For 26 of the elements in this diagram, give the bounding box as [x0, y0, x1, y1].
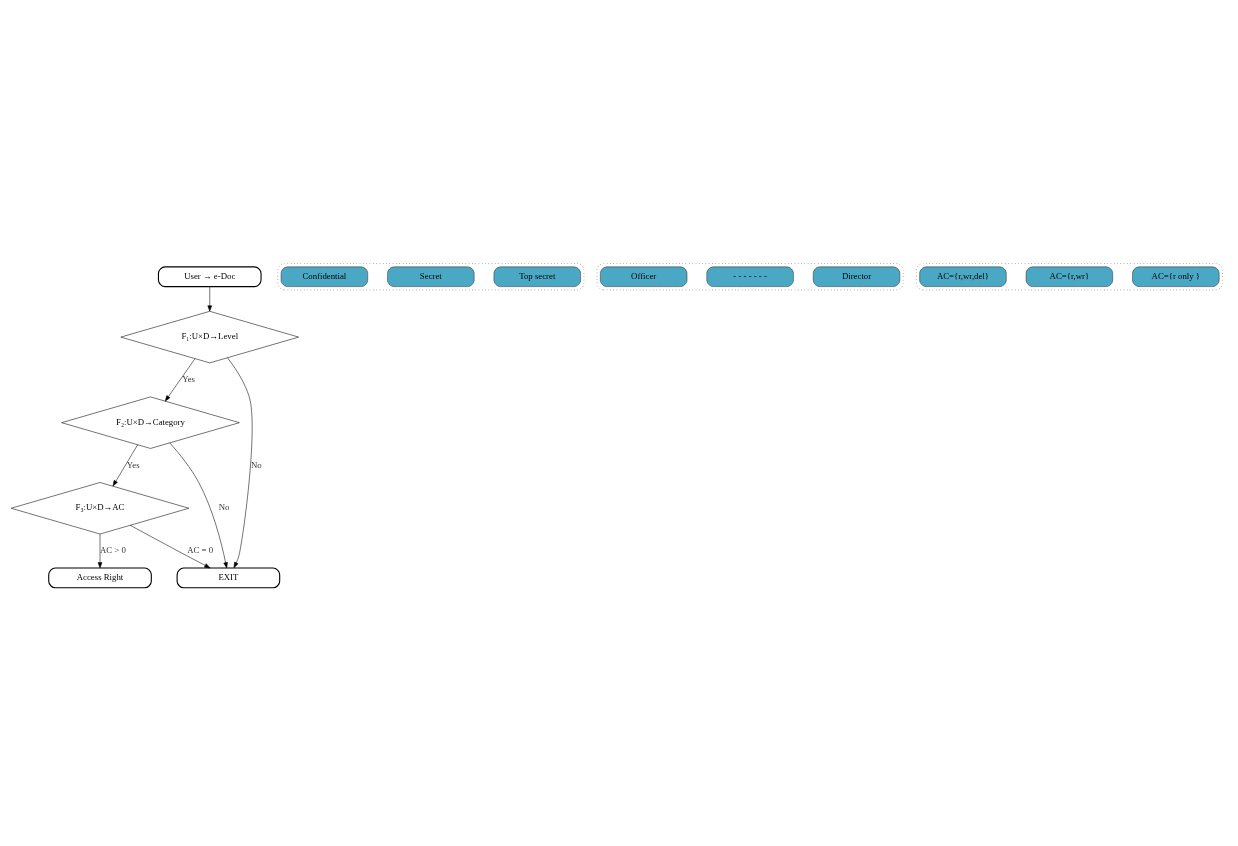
arrow: [169, 442, 228, 568]
edge-label: Yes: [182, 373, 196, 384]
node-box: AC={r,wr,del}: [919, 266, 1007, 287]
arrow: [112, 444, 138, 486]
node-box: AC={r only }: [1132, 266, 1220, 287]
edge-label: AC = 0: [187, 544, 214, 555]
node-box: - - - - - - -: [706, 266, 794, 287]
arrow: [164, 357, 196, 401]
node-box: Confidential: [280, 266, 368, 287]
node-box: Access Right: [48, 567, 152, 588]
arrow: [227, 356, 253, 568]
node-box: EXIT: [176, 567, 281, 588]
node-box: Secret: [387, 266, 475, 287]
edge-label: AC > 0: [99, 544, 126, 555]
arrow: [97, 533, 103, 568]
arrow: [207, 286, 212, 311]
node-box: User → e-Doc: [157, 265, 262, 287]
edge-label: No: [251, 459, 262, 470]
arrow: [129, 524, 211, 568]
node-box: AC={r,wr}: [1025, 266, 1113, 287]
edge-label: Yes: [126, 459, 140, 470]
edge-label: No: [218, 501, 230, 512]
node-box: Officer: [600, 266, 688, 287]
node-diamond: F₁:U×D→Level: [120, 310, 299, 363]
node-box: Director: [812, 266, 901, 287]
node-box: Top secret: [493, 266, 581, 287]
